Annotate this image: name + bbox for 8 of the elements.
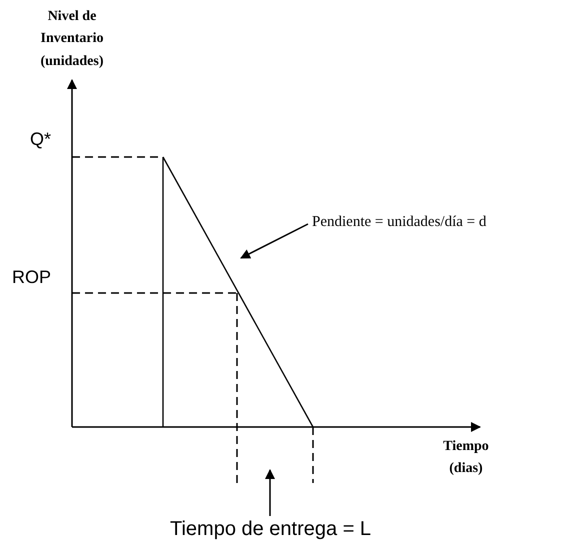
axis-value-label: ROP (12, 267, 52, 288)
arrow (265, 469, 275, 516)
axis-value-label: Q* (30, 129, 52, 150)
axis-title: Tiempo (dias) (442, 438, 490, 478)
slope-annotation: Pendiente = unidades/día = d (312, 214, 486, 232)
lead-time-label: Tiempo de entrega = L (170, 518, 372, 541)
arrow (240, 223, 308, 259)
axis-title: Nivel de Inventario (unidades) (39, 8, 105, 71)
